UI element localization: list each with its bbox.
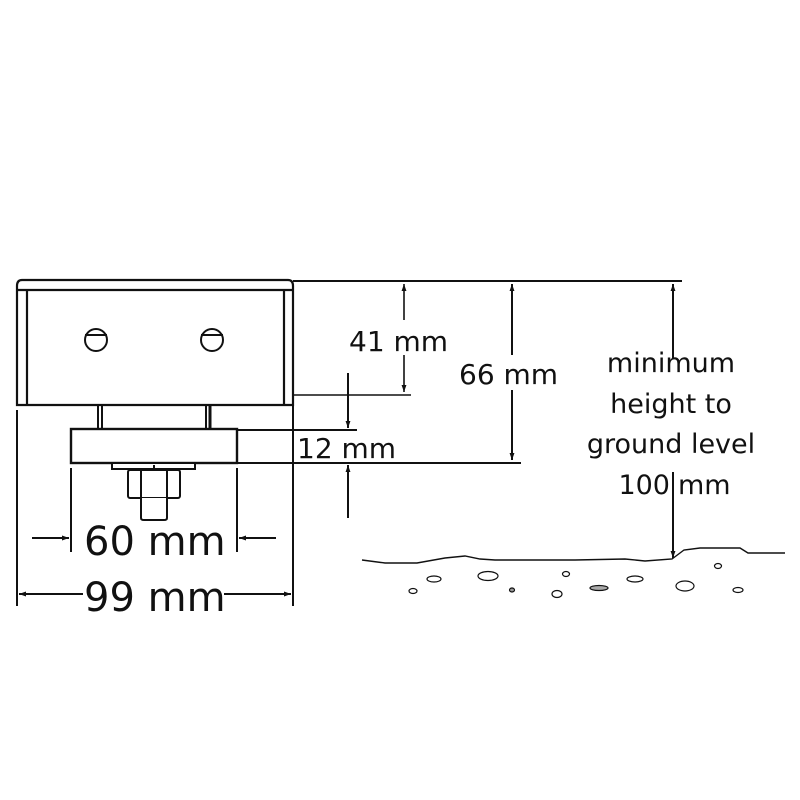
extension-lines	[237, 280, 682, 464]
dimension-12mm: 12 mm	[297, 373, 396, 518]
clearance-label-unit: mm	[678, 470, 731, 501]
clearance-label-line-2: height to	[610, 389, 732, 420]
dimension-ground-clearance: minimum height to ground level 100 mm	[587, 284, 755, 558]
width-extension-lines	[16, 400, 294, 606]
clearance-label-value: 100	[618, 470, 670, 501]
clearance-label-line-1: minimum	[607, 348, 735, 379]
clearance-label-line-3: ground level	[587, 429, 755, 460]
dimension-label-60mm: 60 mm	[84, 519, 226, 565]
screw-icon	[84, 328, 108, 352]
dimension-41mm: 41 mm	[349, 284, 448, 392]
bolt-nut	[111, 462, 196, 521]
dimension-label-66mm: 66 mm	[459, 358, 558, 391]
screw-icon	[200, 328, 224, 352]
dimension-label-41mm: 41 mm	[349, 325, 448, 358]
dimension-99mm: 99 mm	[19, 575, 291, 621]
dimension-66mm: 66 mm	[459, 284, 558, 460]
base-plate	[69, 427, 239, 465]
ground-surface	[361, 547, 785, 564]
dimension-60mm: 60 mm	[32, 519, 276, 565]
dimension-label-12mm: 12 mm	[297, 432, 396, 465]
dimension-label-99mm: 99 mm	[84, 575, 226, 621]
ground-pebbles	[408, 562, 744, 599]
device-neck	[97, 405, 212, 429]
device-housing	[15, 278, 295, 407]
